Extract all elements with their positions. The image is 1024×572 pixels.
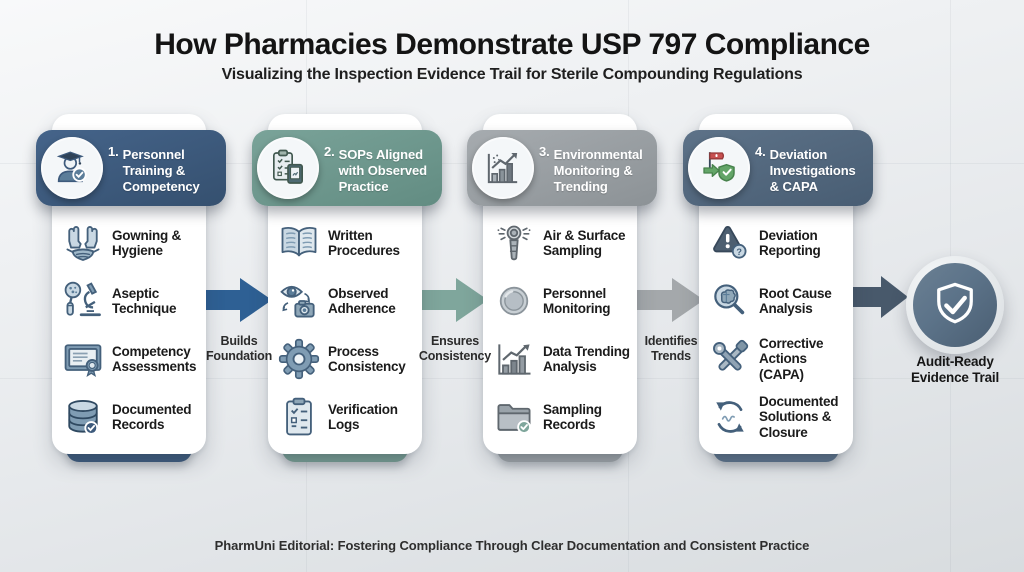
- flow-arrow-final: [851, 276, 908, 318]
- list-item: Written Procedures: [276, 214, 418, 272]
- arrow2-label: Ensures Consistency: [418, 334, 492, 363]
- page-subtitle: Visualizing the Inspection Evidence Trai…: [221, 66, 803, 83]
- clipboard-tablet-icon: [257, 137, 319, 199]
- item-label: Deviation Reporting: [759, 227, 821, 258]
- result-label: Audit-Ready Evidence Trail: [911, 354, 999, 386]
- item-label: Observed Adherence: [328, 285, 396, 316]
- list-item: Personnel Monitoring: [491, 272, 633, 330]
- card2-title: 2. SOPs Aligned with Observed Practice: [324, 130, 437, 206]
- list-item: Competency Assessments: [60, 330, 202, 388]
- cycle-signature-icon: [707, 395, 752, 440]
- list-item: Documented Solutions & Closure: [707, 388, 849, 446]
- gloves-mask-icon: [60, 221, 105, 266]
- item-label: Gowning & Hygiene: [112, 227, 181, 258]
- gear-icon: [276, 337, 321, 382]
- card4-number: 4.: [755, 144, 766, 159]
- card1-header: 1. Personnel Training & Competency: [36, 130, 226, 206]
- list-item: Documented Records: [60, 388, 202, 446]
- card4-title-text: Deviation Investigations & CAPA: [769, 147, 856, 194]
- graduate-person-check-icon: [41, 137, 103, 199]
- database-check-icon: [60, 395, 105, 440]
- air-sampler-icon: [491, 221, 536, 266]
- item-label: Process Consistency: [328, 343, 406, 374]
- item-label: Root Cause Analysis: [759, 285, 832, 316]
- card1-number: 1.: [108, 144, 119, 159]
- flow-arrow-3: [635, 278, 704, 322]
- flow-arrow-1: [203, 278, 272, 322]
- petri-dish-icon: [491, 279, 536, 324]
- item-label: Corrective Actions (CAPA): [759, 335, 824, 382]
- card3-title: 3. Environmental Monitoring & Trending: [539, 130, 652, 206]
- item-label: Documented Solutions & Closure: [759, 393, 839, 440]
- result-badge: [906, 256, 1004, 354]
- item-label: Written Procedures: [328, 227, 400, 258]
- magnifier-brain-icon: [707, 279, 752, 324]
- item-label: Competency Assessments: [112, 343, 197, 374]
- trend-bars-icon: [491, 337, 536, 382]
- item-label: Documented Records: [112, 401, 192, 432]
- list-item: Air & Surface Sampling: [491, 214, 633, 272]
- arrow1-label: Builds Foundation: [205, 334, 273, 363]
- item-label: Aseptic Technique: [112, 285, 177, 316]
- list-item: Corrective Actions (CAPA): [707, 330, 849, 388]
- list-item: Gowning & Hygiene: [60, 214, 202, 272]
- item-label: Personnel Monitoring: [543, 285, 611, 316]
- card2-header: 2. SOPs Aligned with Observed Practice: [252, 130, 442, 206]
- eye-camera-icon: [276, 279, 321, 324]
- item-label: Sampling Records: [543, 401, 602, 432]
- flow-arrow-2: [419, 278, 488, 322]
- footer-credit: PharmUni Editorial: Fostering Compliance…: [214, 538, 810, 553]
- list-item: ? Deviation Reporting: [707, 214, 849, 272]
- tools-icon: [707, 337, 752, 382]
- page-title: How Pharmacies Demonstrate USP 797 Compl…: [154, 28, 870, 61]
- item-label: Data Trending Analysis: [543, 343, 630, 374]
- growth-chart-icon: [472, 137, 534, 199]
- list-item: Verification Logs: [276, 388, 418, 446]
- list-item: Process Consistency: [276, 330, 418, 388]
- card1-title-text: Personnel Training & Competency: [122, 147, 200, 194]
- card2-number: 2.: [324, 144, 335, 159]
- warning-question-icon: ?: [707, 221, 752, 266]
- card2-title-text: SOPs Aligned with Observed Practice: [338, 147, 427, 194]
- list-item: Data Trending Analysis: [491, 330, 633, 388]
- item-label: Verification Logs: [328, 401, 398, 432]
- folder-check-icon: [491, 395, 536, 440]
- list-item: Aseptic Technique: [60, 272, 202, 330]
- microscope-magnifier-icon: [60, 279, 105, 324]
- list-item: Observed Adherence: [276, 272, 418, 330]
- flag-shield-icon: [688, 137, 750, 199]
- shield-check-icon: [913, 263, 997, 347]
- card3-title-text: Environmental Monitoring & Trending: [553, 147, 643, 194]
- card3-header: 3. Environmental Monitoring & Trending: [467, 130, 657, 206]
- svg-text:?: ?: [736, 247, 742, 257]
- card-environmental-monitoring: Air & Surface Sampling Personnel Monitor…: [483, 114, 637, 454]
- card3-number: 3.: [539, 144, 550, 159]
- list-item: Sampling Records: [491, 388, 633, 446]
- card4-title: 4. Deviation Investigations & CAPA: [755, 130, 868, 206]
- certificate-icon: [60, 337, 105, 382]
- item-label: Air & Surface Sampling: [543, 227, 626, 258]
- arrow3-label: Identifies Trends: [644, 334, 698, 363]
- card4-header: 4. Deviation Investigations & CAPA: [683, 130, 873, 206]
- open-book-icon: [276, 221, 321, 266]
- checklist-clipboard-icon: [276, 395, 321, 440]
- list-item: Root Cause Analysis: [707, 272, 849, 330]
- card1-title: 1. Personnel Training & Competency: [108, 130, 221, 206]
